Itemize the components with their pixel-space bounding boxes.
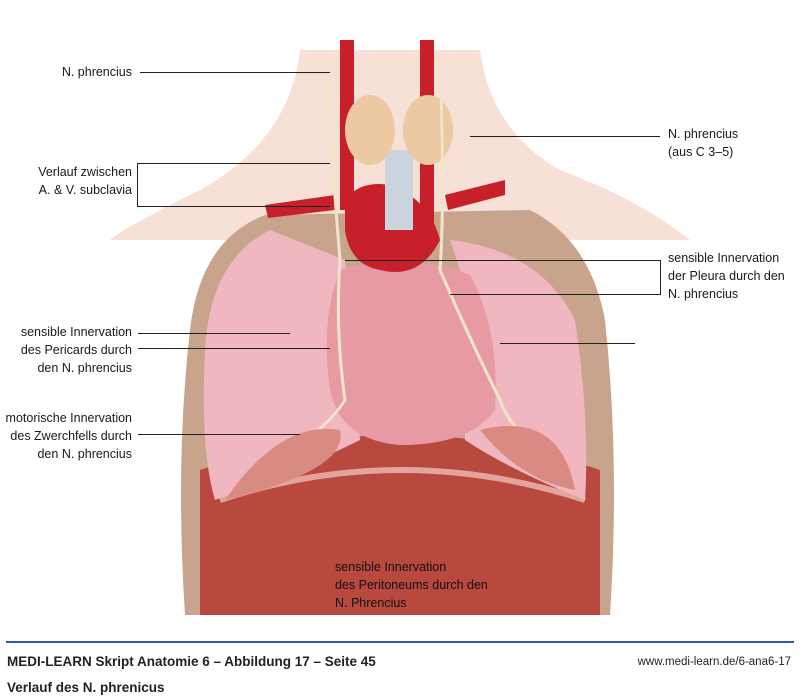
leader-line xyxy=(137,206,330,208)
thyroid-left xyxy=(345,95,395,165)
skin-neck xyxy=(110,50,690,240)
figure-title: Verlauf des N. phrenicus xyxy=(7,680,165,695)
label-line: sensible Innervation xyxy=(668,251,780,265)
leader-bracket xyxy=(137,163,139,207)
thyroid-right xyxy=(403,95,453,165)
label-line: der Pleura durch den xyxy=(668,269,785,283)
leader-line xyxy=(345,260,661,262)
leader-bracket xyxy=(660,260,662,295)
label-zwerchfell: motorische Innervation des Zwerchfells d… xyxy=(0,409,132,463)
label-line: des Zwerchfells durch xyxy=(10,429,132,443)
leader-line xyxy=(470,136,660,138)
label-line: motorische Innervation xyxy=(5,411,132,425)
leader-line xyxy=(138,348,330,350)
leader-line xyxy=(140,72,330,74)
label-line: A. & V. subclavia xyxy=(38,183,132,197)
anatomy-illustration xyxy=(110,40,690,615)
heart xyxy=(326,261,496,445)
label-line: sensible Innervation xyxy=(20,325,132,339)
label-line: sensible Innervation xyxy=(335,560,447,574)
label-line: den N. phrencius xyxy=(37,447,132,461)
label-peritoneum: sensible Innervation des Peritoneums dur… xyxy=(335,558,488,612)
leader-line xyxy=(500,343,635,345)
leader-line xyxy=(138,333,290,335)
leader-line xyxy=(137,163,330,165)
leader-line xyxy=(138,434,300,436)
label-line: des Peritoneums durch den xyxy=(335,578,488,592)
label-line: N. phrencius xyxy=(668,287,739,301)
leader-line xyxy=(450,294,661,296)
label-phrenicus-c35: N. phrencius (aus C 3–5) xyxy=(668,125,738,161)
trachea xyxy=(385,150,413,230)
footer-divider xyxy=(6,641,794,643)
label-line: des Pericards durch xyxy=(20,343,132,357)
label-line: Verlauf zwischen xyxy=(38,165,132,179)
right-lung xyxy=(450,240,587,500)
diaphragm-dome-left xyxy=(225,428,341,500)
label-pericard: sensible Innervation des Pericards durch… xyxy=(0,323,132,377)
subclavian-right xyxy=(445,180,505,210)
label-pleura: sensible Innervation der Pleura durch de… xyxy=(668,249,785,303)
footer-url[interactable]: www.medi-learn.de/6-ana6-17 xyxy=(637,656,791,668)
footer-source: MEDI-LEARN Skript Anatomie 6 – Abbildung… xyxy=(7,654,376,669)
label-line: den N. phrencius xyxy=(37,361,132,375)
label-phrenicus-top: N. phrencius xyxy=(61,65,132,79)
diaphragm-dome-right xyxy=(480,426,575,490)
label-line: N. Phrencius xyxy=(335,596,407,610)
label-line: (aus C 3–5) xyxy=(668,145,734,159)
label-subclavia: Verlauf zwischen A. & V. subclavia xyxy=(10,163,132,199)
phrenic-nerve-right xyxy=(438,59,561,472)
label-line: N. phrencius xyxy=(668,127,739,141)
